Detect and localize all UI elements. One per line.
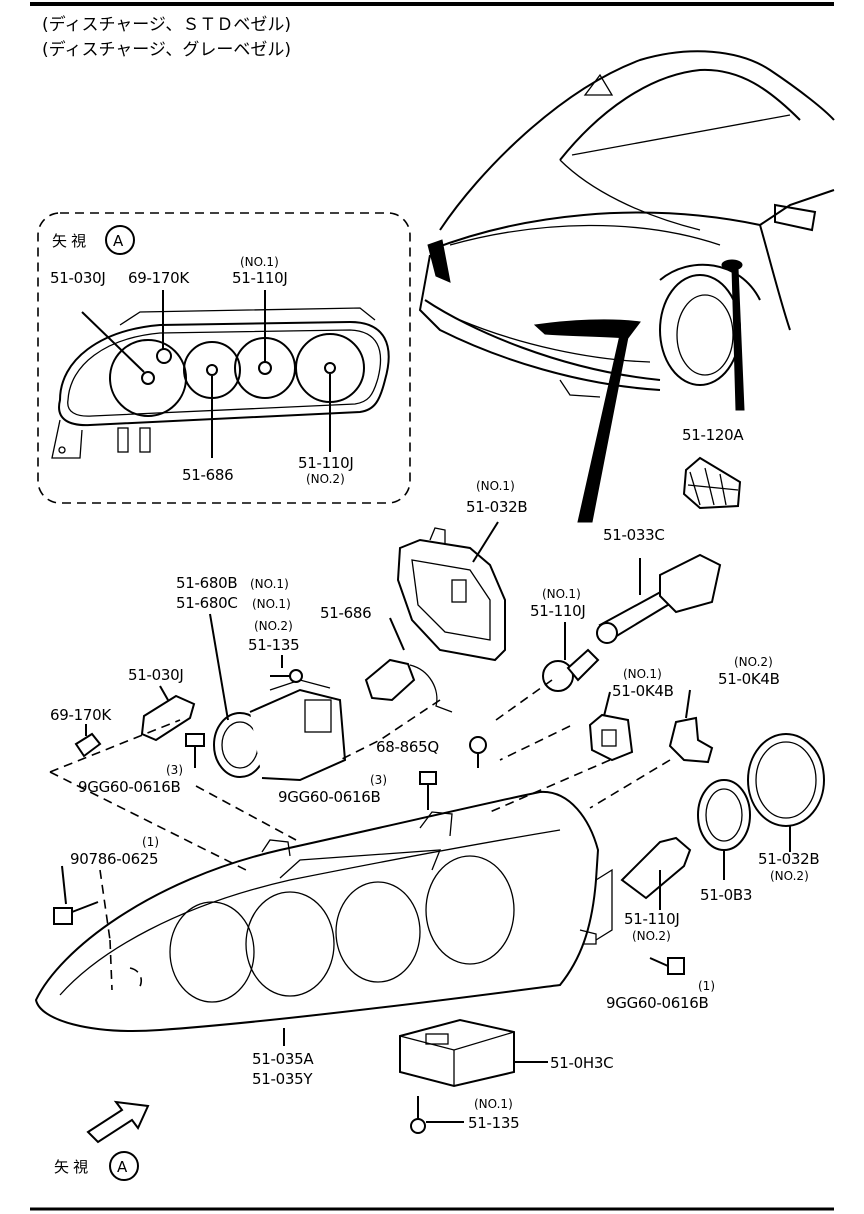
label-51-030J: 51-030J xyxy=(128,666,183,684)
label-51-0K4B-no1: 51-0K4B xyxy=(612,682,674,700)
screw-9GG60-b xyxy=(419,771,437,810)
label-90786: 90786-0625 xyxy=(70,850,158,868)
bulb-51-110J-no1 xyxy=(542,622,600,692)
label-qty1-a: (1) xyxy=(142,835,159,849)
screw-51-135-no1 xyxy=(410,1096,464,1134)
view-arrow-title: 矢 視 xyxy=(54,1158,88,1176)
ring-51-0B3 xyxy=(697,779,751,880)
inset-label-51-110J-no1: 51-110J xyxy=(232,269,287,287)
inset-label-no1: (NO.1) xyxy=(240,255,279,269)
bolt-90786-0625 xyxy=(53,865,99,925)
label-51-0B3: 51-0B3 xyxy=(700,886,752,904)
label-no1-110j: (NO.1) xyxy=(542,587,581,601)
label-51-686: 51-686 xyxy=(320,604,371,622)
bulb-51-686 xyxy=(364,617,453,713)
label-qty3-b: (3) xyxy=(370,773,387,787)
label-51-680B-note: (NO.1) xyxy=(250,577,289,591)
ballast-51-0H3C xyxy=(399,1018,548,1088)
header-line-2: (ディスチャージ、グレーベゼル) xyxy=(42,39,291,60)
inset-circle-letter: A xyxy=(113,232,124,250)
inset-label-69-170K: 69-170K xyxy=(128,269,190,287)
car-front-illustration xyxy=(418,50,835,523)
view-arrow-circle xyxy=(109,1151,139,1181)
label-9GG60-b: 9GG60-0616B xyxy=(278,788,380,806)
label-51-680C: 51-680C xyxy=(176,594,238,612)
label-51-033C: 51-033C xyxy=(603,526,665,544)
inset-view-a: 矢 視 A 51-030J 69-170K (NO.1) 51-110J 51-… xyxy=(37,212,411,504)
inset-label-51-110J-no2: 51-110J xyxy=(298,454,353,472)
label-51-035Y: 51-035Y xyxy=(252,1070,313,1088)
label-no1-135: (NO.1) xyxy=(474,1097,513,1111)
bulb-69-170K xyxy=(74,724,102,758)
assembly-dash-lines xyxy=(49,679,671,941)
label-69-170K: 69-170K xyxy=(50,706,112,724)
label-51-135-no1: 51-135 xyxy=(468,1114,519,1132)
label-51-135-no2: 51-135 xyxy=(248,636,299,654)
label-9GG60-a: 9GG60-0616B xyxy=(78,778,180,796)
label-no2-032b: (NO.2) xyxy=(770,869,809,883)
label-51-032B-no1: 51-032B xyxy=(466,498,527,516)
label-no2-0k4b: (NO.2) xyxy=(734,655,773,669)
label-qty3-a: (3) xyxy=(166,763,183,777)
label-68-865Q: 68-865Q xyxy=(376,738,439,756)
view-arrow-letter: A xyxy=(117,1158,128,1176)
label-51-110J-no1: 51-110J xyxy=(530,602,585,620)
label-qty1-b: (1) xyxy=(698,979,715,993)
label-no1-0k4b: (NO.1) xyxy=(623,667,662,681)
ring-cover-51-032B-no2 xyxy=(747,733,825,852)
label-no2-135: (NO.2) xyxy=(254,619,293,633)
screw-51-135-no2 xyxy=(270,655,303,683)
label-51-0H3C: 51-0H3C xyxy=(550,1054,613,1072)
screw-9GG60-a xyxy=(185,733,205,768)
inset-label-51-686: 51-686 xyxy=(182,466,233,484)
side-marker-lamp xyxy=(682,456,742,510)
label-51-0K4B-no2: 51-0K4B xyxy=(718,670,780,688)
label-51-120A: 51-120A xyxy=(682,426,744,444)
clip-68-865Q xyxy=(469,736,487,768)
label-51-680C-note: (NO.1) xyxy=(252,597,291,611)
screw-9GG60-c xyxy=(649,957,685,975)
bulb-51-110J-no2 xyxy=(620,836,692,910)
label-9GG60-c: 9GG60-0616B xyxy=(606,994,708,1012)
inset-label-51-030J: 51-030J xyxy=(50,269,105,287)
main-headlamp-housing xyxy=(34,790,613,1046)
header-line-1: (ディスチャージ、ＳＴＤベゼル) xyxy=(42,14,291,35)
label-51-110J-no2: 51-110J xyxy=(624,910,679,928)
bulb-51-030J xyxy=(140,685,196,742)
socket-51-0K4B-no1 xyxy=(588,691,634,762)
label-51-680B: 51-680B xyxy=(176,574,237,592)
label-51-035A: 51-035A xyxy=(252,1050,314,1068)
socket-51-0K4B-no2 xyxy=(668,689,714,764)
view-direction-arrow[interactable] xyxy=(86,1100,150,1144)
inset-title: 矢 視 xyxy=(52,232,86,250)
hid-bulb-51-033C xyxy=(596,553,722,644)
label-no1-032b: (NO.1) xyxy=(476,479,515,493)
label-no2-110j: (NO.2) xyxy=(632,929,671,943)
rear-cover-no1 xyxy=(396,521,506,662)
inset-label-no2: (NO.2) xyxy=(306,472,345,486)
label-51-032B-no2: 51-032B xyxy=(758,850,819,868)
projector-unit xyxy=(209,613,347,782)
